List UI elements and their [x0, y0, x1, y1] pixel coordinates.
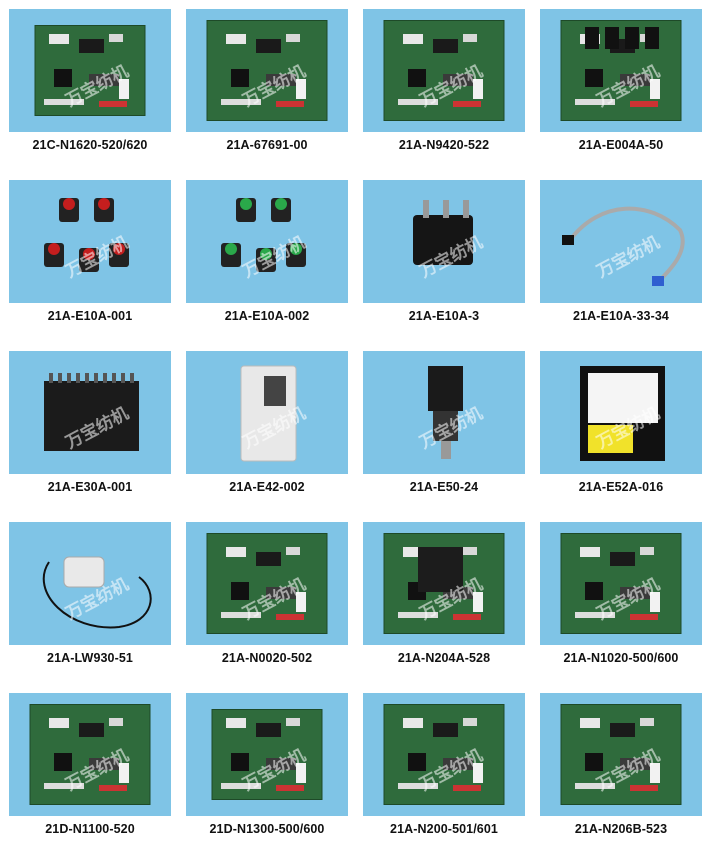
product-label: 21A-N0020-502	[221, 651, 313, 665]
product-photo[interactable]: 万宝纺机	[363, 351, 525, 474]
product-card[interactable]: 万宝纺机 21A-N204A-528	[363, 522, 525, 672]
rocker-switch-image: 万宝纺机	[413, 200, 486, 283]
product-card[interactable]: 万宝纺机 21A-N200-501/601	[363, 693, 525, 843]
black-box-image: 万宝纺机	[44, 373, 139, 454]
product-card[interactable]: 万宝纺机 21A-E10A-3	[363, 180, 525, 330]
small-board-image: 万宝纺机	[211, 709, 323, 800]
wire-sensor-image: 万宝纺机	[42, 556, 152, 629]
product-card[interactable]: 万宝纺机 21A-N9420-522	[363, 9, 525, 159]
chip-label-image: 万宝纺机	[580, 366, 665, 461]
small-board-image: 万宝纺机	[34, 25, 146, 116]
product-label: 21A-E10A-3	[408, 309, 480, 323]
inverter-image: 万宝纺机	[238, 365, 309, 462]
product-label: 21A-N200-501/601	[390, 822, 498, 836]
product-label: 21A-E10A-33-34	[573, 309, 669, 323]
product-photo[interactable]: 万宝纺机	[363, 9, 525, 132]
product-card[interactable]: 万宝纺机 21D-N1100-520	[9, 693, 171, 843]
product-photo[interactable]: 万宝纺机	[186, 180, 348, 303]
product-label: 21C-N1620-520/620	[32, 138, 148, 152]
buttons-green-image: 万宝纺机	[221, 198, 309, 283]
product-photo[interactable]: 万宝纺机	[540, 522, 702, 645]
product-photo[interactable]: 万宝纺机	[186, 9, 348, 132]
product-card[interactable]: 万宝纺机 21A-E10A-002	[186, 180, 348, 330]
board-image: 万宝纺机	[29, 704, 151, 805]
product-card[interactable]: 万宝纺机 21A-LW930-51	[9, 522, 171, 672]
product-label: 21D-N1100-520	[45, 822, 135, 836]
product-photo[interactable]: 万宝纺机	[363, 180, 525, 303]
product-card[interactable]: 万宝纺机 21A-E004A-50	[540, 9, 702, 159]
product-label: 21A-N1020-500/600	[563, 651, 679, 665]
product-card[interactable]: 万宝纺机 21A-N1020-500/600	[540, 522, 702, 672]
product-photo[interactable]: 万宝纺机	[9, 522, 171, 645]
board-image: 万宝纺机	[383, 704, 505, 805]
product-label: 21A-LW930-51	[47, 651, 133, 665]
product-label: 21A-N204A-528	[397, 651, 491, 665]
product-photo[interactable]: 万宝纺机	[363, 522, 525, 645]
product-photo[interactable]: 万宝纺机	[9, 180, 171, 303]
board-image: 万宝纺机	[560, 704, 682, 805]
heatsink-board-image: 万宝纺机	[383, 533, 505, 634]
product-card[interactable]: 万宝纺机 21A-E10A-33-34	[540, 180, 702, 330]
sensor-image: 万宝纺机	[415, 366, 486, 459]
product-label: 21A-E10A-001	[47, 309, 133, 323]
product-photo[interactable]: 万宝纺机	[9, 693, 171, 816]
product-photo[interactable]: 万宝纺机	[540, 9, 702, 132]
product-photo[interactable]: 万宝纺机	[540, 180, 702, 303]
cable-image: 万宝纺机	[562, 206, 685, 286]
product-label: 21A-N9420-522	[398, 138, 490, 152]
board-image: 万宝纺机	[206, 20, 328, 121]
product-card[interactable]: 万宝纺机 21A-N0020-502	[186, 522, 348, 672]
product-photo[interactable]: 万宝纺机	[540, 693, 702, 816]
product-label: 21D-N1300-500/600	[209, 822, 325, 836]
product-card[interactable]: 万宝纺机 21A-67691-00	[186, 9, 348, 159]
product-photo[interactable]: 万宝纺机	[9, 9, 171, 132]
product-label: 21A-E52A-016	[578, 480, 664, 494]
product-photo[interactable]: 万宝纺机	[540, 351, 702, 474]
product-card[interactable]: 万宝纺机 21A-E30A-001	[9, 351, 171, 501]
product-photo[interactable]: 万宝纺机	[186, 522, 348, 645]
watermark-text: 万宝纺机	[592, 232, 663, 283]
product-photo[interactable]: 万宝纺机	[186, 351, 348, 474]
product-card[interactable]: 万宝纺机 21A-N206B-523	[540, 693, 702, 843]
board-image: 万宝纺机	[383, 20, 505, 121]
product-label: 21A-E004A-50	[578, 138, 664, 152]
product-card[interactable]: 万宝纺机 21A-E50-24	[363, 351, 525, 501]
product-label: 21A-E10A-002	[224, 309, 310, 323]
product-label: 21A-67691-00	[226, 138, 308, 152]
product-label: 21A-E50-24	[409, 480, 479, 494]
board-image: 万宝纺机	[560, 533, 682, 634]
product-card[interactable]: 万宝纺机 21C-N1620-520/620	[9, 9, 171, 159]
product-card[interactable]: 万宝纺机 21A-E52A-016	[540, 351, 702, 501]
product-card[interactable]: 万宝纺机 21D-N1300-500/600	[186, 693, 348, 843]
product-photo[interactable]: 万宝纺机	[363, 693, 525, 816]
product-label: 21A-E42-002	[229, 480, 305, 494]
board-image: 万宝纺机	[206, 533, 328, 634]
product-card[interactable]: 万宝纺机 21A-E10A-001	[9, 180, 171, 330]
relay-board-image: 万宝纺机	[560, 20, 682, 121]
product-photo[interactable]: 万宝纺机	[9, 351, 171, 474]
product-label: 21A-N206B-523	[574, 822, 668, 836]
buttons-red-image: 万宝纺机	[44, 198, 132, 283]
product-photo[interactable]: 万宝纺机	[186, 693, 348, 816]
product-label: 21A-E30A-001	[47, 480, 133, 494]
product-card[interactable]: 万宝纺机 21A-E42-002	[186, 351, 348, 501]
